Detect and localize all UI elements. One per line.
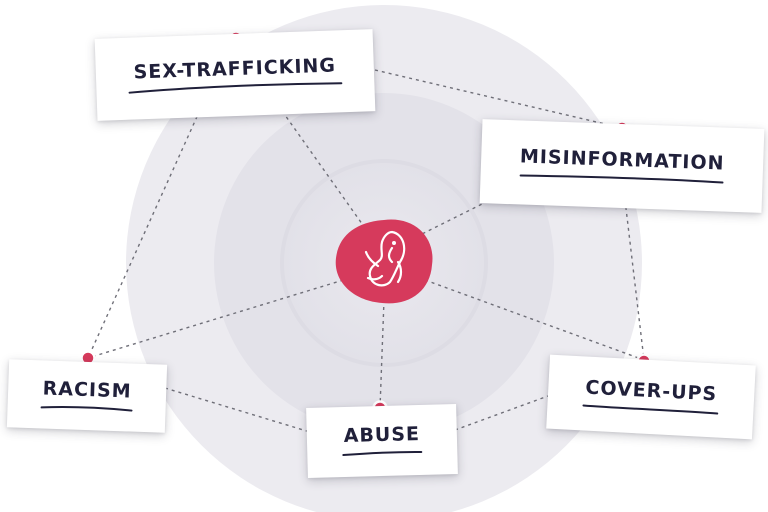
connector-misinformation-cover-ups: [624, 199, 645, 361]
underline-mark: [128, 82, 343, 94]
card-label-abuse: ABUSE: [343, 423, 421, 447]
underline-mark: [40, 406, 133, 412]
card-cover-ups: COVER-UPS: [546, 354, 756, 440]
underline-mark: [582, 404, 719, 415]
connector-lines: [87, 69, 645, 433]
connector-center-misinformation: [409, 194, 501, 241]
connector-racism-abuse: [164, 387, 311, 433]
connector-abuse-cover-ups: [454, 395, 549, 431]
connector-sex-trafficking-misinformation: [374, 69, 623, 129]
connector-sex-trafficking-racism: [87, 109, 201, 359]
underline-mark: [342, 450, 423, 457]
underline-mark: [519, 174, 724, 184]
card-misinformation: MISINFORMATION: [479, 119, 765, 213]
card-label-racism: RACISM: [42, 377, 133, 403]
card-racism: RACISM: [6, 359, 168, 433]
center-blob: [335, 219, 433, 304]
card-abuse: ABUSE: [306, 404, 458, 478]
embryo-icon: [364, 230, 406, 287]
card-sex-trafficking: SEX-TRAFFICKING: [94, 29, 376, 121]
